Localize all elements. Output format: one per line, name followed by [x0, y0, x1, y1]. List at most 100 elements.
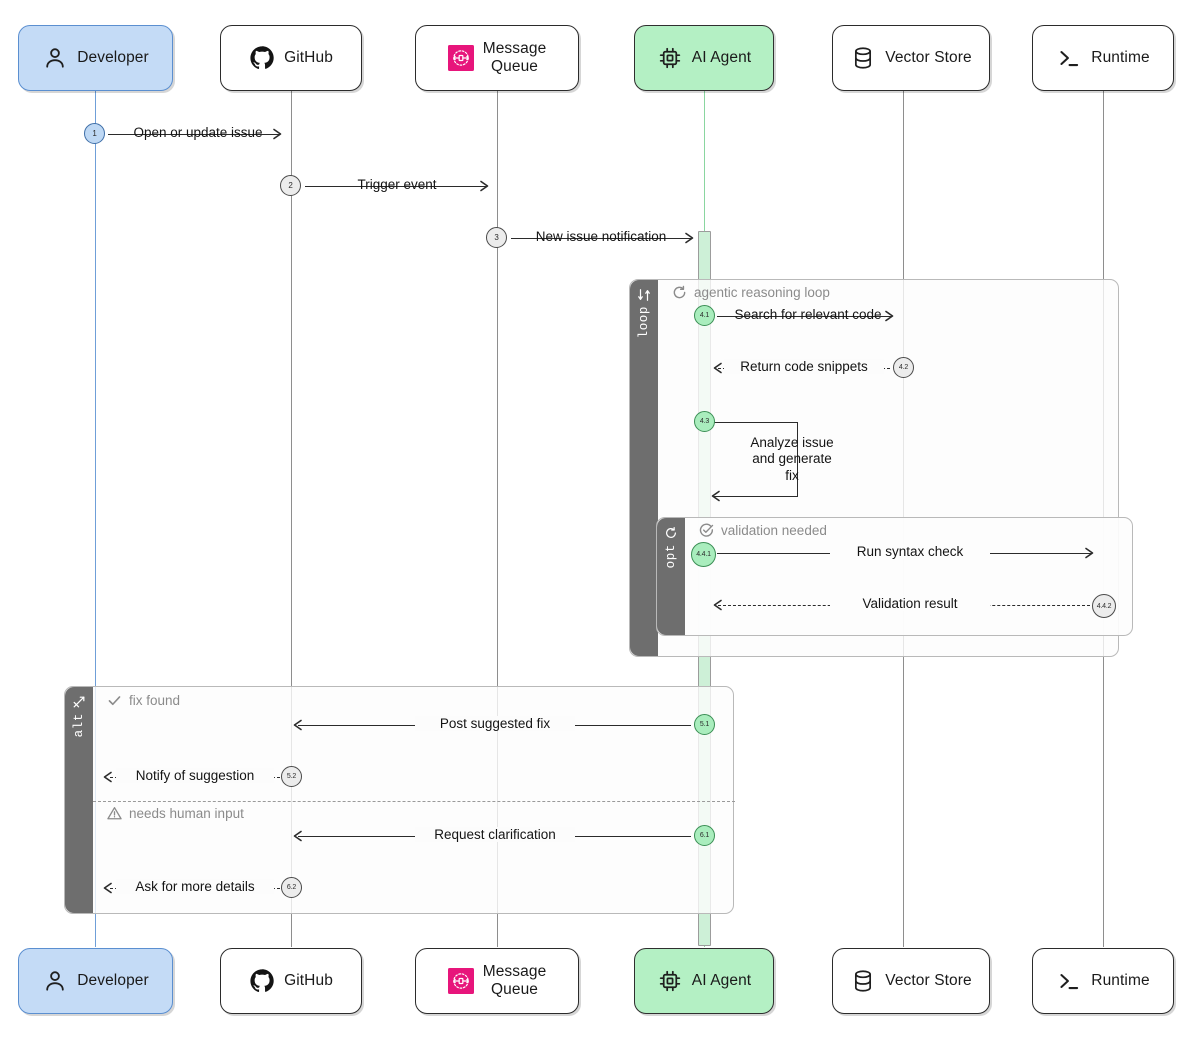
arrowhead-right-4-1	[884, 310, 896, 322]
participant-label-message-queue: Message Queue	[482, 963, 547, 998]
participant-footer-developer[interactable]: Developer	[18, 948, 173, 1014]
self-message-label-4-3: Analyze issue and generate fix	[750, 435, 834, 483]
participant-label-github: GitHub	[284, 49, 333, 67]
participant-label-vector-store: Vector Store	[885, 972, 972, 990]
message-line-1	[108, 134, 280, 135]
fragment-alt-divider	[93, 801, 735, 802]
message-queue-icon	[447, 968, 474, 994]
person-icon	[42, 45, 68, 71]
participant-footer-ai-agent[interactable]: AI Agent	[634, 948, 774, 1014]
check-circle-icon	[699, 523, 714, 538]
warning-triangle-icon	[107, 806, 122, 821]
fragment-condition-loop: agentic reasoning loop	[672, 285, 830, 300]
arrowhead-right-3	[684, 232, 696, 244]
self-message-4-3	[704, 422, 804, 500]
participant-label-vector-store: Vector Store	[885, 49, 972, 67]
self-message-segment-bottom	[714, 496, 798, 497]
lifeline-github	[291, 91, 292, 947]
fragment-condition-opt: validation needed	[699, 523, 827, 538]
fragment-condition-text-alt-secondary: needs human input	[129, 806, 244, 821]
sequence-badge-6-1: 6.1	[694, 825, 715, 846]
fragment-tab-label-alt: alt	[72, 713, 86, 738]
rotate-icon	[664, 526, 678, 540]
sequence-badge-1: 1	[84, 123, 105, 144]
fragment-alt-fix-or-human: alt fix found needs human input	[64, 686, 735, 914]
participant-header-developer[interactable]: Developer	[18, 25, 173, 91]
fragment-condition-text-opt: validation needed	[721, 523, 827, 538]
message-line-4-1	[717, 316, 892, 317]
arrowhead-left-4-4-2	[711, 599, 723, 611]
participant-footer-github[interactable]: GitHub	[220, 948, 362, 1014]
message-label-5-2: Notify of suggestion	[116, 768, 274, 783]
participant-header-runtime[interactable]: Runtime	[1032, 25, 1174, 91]
message-label-2: Trigger event	[357, 177, 437, 192]
message-label-4-4-1: Run syntax check	[830, 544, 990, 559]
participant-label-runtime: Runtime	[1091, 49, 1150, 67]
participant-label-ai-agent: AI Agent	[691, 972, 752, 990]
sequence-badge-5-2: 5.2	[281, 766, 302, 787]
cpu-chip-icon	[657, 45, 683, 71]
terminal-icon	[1056, 45, 1082, 71]
arrowhead-right-2	[479, 180, 491, 192]
fragment-opt-validation-needed: opt validation needed	[656, 517, 1133, 636]
cpu-chip-icon	[657, 968, 683, 994]
loop-arrows-icon	[637, 288, 651, 302]
sequence-badge-3: 3	[486, 227, 507, 248]
participant-footer-vector-store[interactable]: Vector Store	[832, 948, 990, 1014]
self-message-segment-top	[710, 422, 798, 423]
fragment-condition-text-loop: agentic reasoning loop	[694, 285, 830, 300]
message-label-4-4-2: Validation result	[830, 596, 990, 611]
participant-label-message-queue: Message Queue	[482, 40, 547, 75]
participant-label-developer: Developer	[77, 49, 149, 67]
fragment-tab-loop: loop	[630, 280, 658, 656]
participant-footer-runtime[interactable]: Runtime	[1032, 948, 1174, 1014]
branch-icon	[72, 695, 86, 709]
lifeline-developer	[95, 91, 96, 947]
arrowhead-left-6-1	[291, 830, 303, 842]
message-label-3: New issue notification	[535, 229, 667, 244]
sequence-badge-4-3: 4.3	[694, 411, 715, 432]
fragment-condition-text-alt-primary: fix found	[129, 693, 181, 708]
sequence-badge-5-1: 5.1	[694, 714, 715, 735]
fragment-tab-opt: opt	[657, 518, 685, 635]
arrowhead-left-4-2	[711, 362, 723, 374]
sequence-badge-4-4-2: 4.4.2	[1092, 594, 1116, 618]
message-label-5-1: Post suggested fix	[415, 716, 575, 731]
database-icon	[850, 45, 876, 71]
participant-label-github: GitHub	[284, 972, 333, 990]
check-icon	[107, 693, 122, 708]
message-label-4-1: Search for relevant code	[734, 307, 882, 322]
sequence-badge-4-1: 4.1	[694, 305, 715, 326]
arrowhead-left-6-2	[101, 882, 113, 894]
participant-header-vector-store[interactable]: Vector Store	[832, 25, 990, 91]
sequence-badge-4-4-1: 4.4.1	[691, 542, 716, 567]
sequence-badge-6-2: 6.2	[281, 877, 302, 898]
fragment-condition-alt-secondary: needs human input	[107, 806, 244, 821]
arrowhead-left-4-3	[709, 490, 721, 502]
fragment-tab-alt: alt	[65, 687, 93, 913]
message-label-4-2: Return code snippets	[724, 359, 884, 374]
github-icon	[249, 968, 275, 994]
arrowhead-right-1	[272, 128, 284, 140]
person-icon	[42, 968, 68, 994]
participant-label-runtime: Runtime	[1091, 972, 1150, 990]
participant-label-ai-agent: AI Agent	[691, 49, 752, 67]
participant-header-message-queue[interactable]: Message Queue	[415, 25, 579, 91]
message-label-1: Open or update issue	[133, 125, 263, 140]
message-queue-icon	[447, 45, 474, 71]
participant-header-github[interactable]: GitHub	[220, 25, 362, 91]
sequence-badge-2: 2	[280, 175, 301, 196]
participant-header-ai-agent[interactable]: AI Agent	[634, 25, 774, 91]
github-icon	[249, 45, 275, 71]
participant-footer-message-queue[interactable]: Message Queue	[415, 948, 579, 1014]
sequence-badge-4-2: 4.2	[893, 357, 914, 378]
arrowhead-left-5-2	[101, 771, 113, 783]
database-icon	[850, 968, 876, 994]
terminal-icon	[1056, 968, 1082, 994]
refresh-icon	[672, 285, 687, 300]
arrowhead-left-5-1	[291, 719, 303, 731]
message-line-3	[511, 238, 691, 239]
fragment-tab-label-opt: opt	[664, 544, 678, 569]
self-message-segment-right	[797, 422, 798, 496]
